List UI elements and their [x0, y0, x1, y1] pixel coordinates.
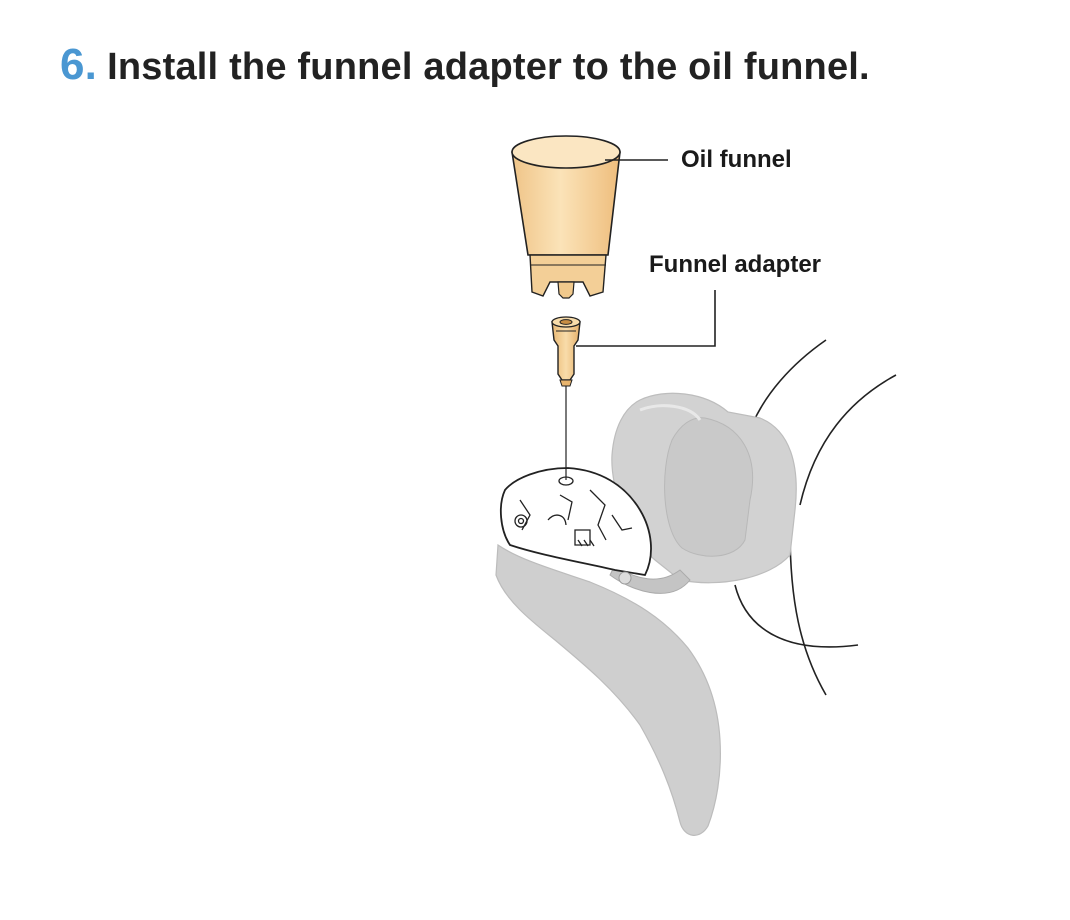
callout-leaders: [576, 159, 716, 347]
brake-lever-blade: [495, 543, 721, 836]
lever-pivot-bolt: [618, 571, 632, 585]
oil-funnel: [511, 135, 621, 299]
oil-funnel-nozzle: [557, 281, 575, 299]
funnel-adapter: [551, 316, 581, 387]
step-instruction: Install the funnel adapter to the oil fu…: [107, 46, 870, 88]
lever-hood-pad: [664, 417, 754, 557]
funnel-adapter-label: Funnel adapter: [649, 251, 822, 278]
shift-lever-blade: [609, 564, 691, 594]
dual-control-lever: [495, 392, 797, 836]
oil-funnel-rim: [511, 135, 621, 169]
reservoir-details: [514, 476, 633, 547]
leader-funnel-adapter: [576, 290, 716, 347]
step-number: 6.: [60, 40, 98, 89]
oil-funnel-label: Oil funnel: [681, 146, 792, 173]
step-heading: 6.Install the funnel adapter to the oil …: [60, 40, 870, 90]
hood-highlight: [639, 404, 702, 421]
reservoir-top: [499, 467, 652, 576]
